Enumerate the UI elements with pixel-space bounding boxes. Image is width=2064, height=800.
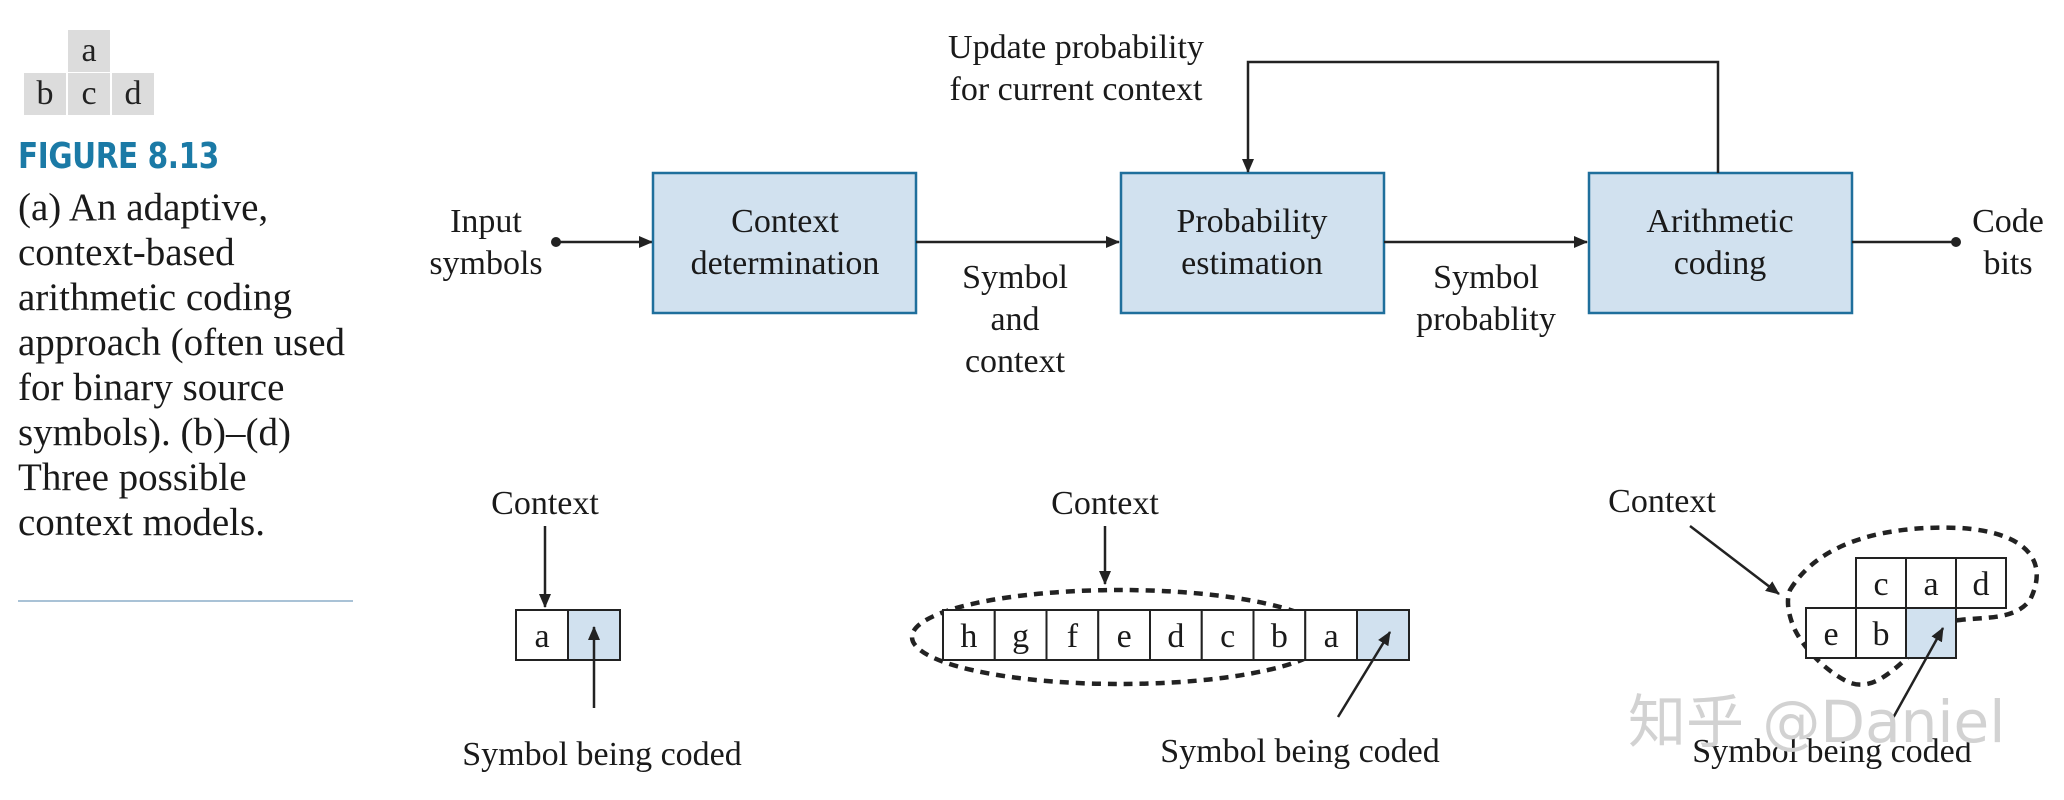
context-cell-c-2: [1045, 609, 1100, 661]
context-label-b: Context: [491, 485, 599, 522]
context-arrow-d: [1689, 525, 1780, 595]
svg-text:Context: Context: [731, 203, 839, 240]
symbol-label-c: Symbol being coded: [1160, 733, 1440, 770]
svg-text:probablity: probablity: [1416, 301, 1556, 338]
context-cell-c-3-label: e: [1117, 618, 1132, 655]
svg-text:Symbol: Symbol: [1433, 259, 1539, 296]
svg-text:and: and: [990, 301, 1039, 338]
context-cell-c-3: [1097, 609, 1151, 661]
symbol-arrow-c: [1336, 631, 1392, 718]
svg-text:context: context: [965, 343, 1066, 380]
context-cell-d-bottom-1: [1855, 607, 1907, 659]
svg-text:coding: coding: [1674, 245, 1767, 282]
svg-text:Update probability: Update probability: [948, 29, 1204, 66]
context-cell-c-4-label: d: [1167, 618, 1184, 655]
watermark-text: 知乎 @Daniel: [1628, 688, 2005, 756]
svg-text:Input: Input: [450, 203, 522, 240]
context-label-d: Context: [1608, 483, 1716, 520]
symbol-probability-label: Symbol probablity: [1416, 259, 1556, 338]
code-bits-label: Code bits: [1972, 203, 2044, 282]
context-cell-d-bottom-0: [1805, 607, 1857, 659]
context-cell-c-4: [1149, 609, 1203, 661]
svg-text:Probability: Probability: [1176, 203, 1327, 240]
context-cell-c-7: [1304, 609, 1358, 661]
context-cell-c-6-label: b: [1271, 618, 1288, 655]
output-node: [1951, 237, 1961, 247]
svg-text:symbols: symbols: [429, 245, 542, 282]
svg-text:determination: determination: [691, 245, 880, 282]
context-cell-c-1-label: g: [1012, 618, 1029, 655]
figure-caption: (a) An adaptive, context-based arithmeti…: [18, 186, 346, 544]
context-cell-c-2-label: f: [1067, 618, 1079, 655]
context-cell-c-5: [1200, 609, 1255, 661]
context-cell-d-top-1: [1905, 557, 1957, 609]
context-cell-d-top-2: [1955, 557, 2007, 609]
grid-cell-b: b: [24, 73, 66, 115]
context-cell-c-1: [993, 609, 1048, 661]
symbol-label-d: Symbol being coded: [1692, 733, 1972, 770]
input-label: Input symbols: [429, 203, 542, 282]
figure-label: FIGURE 8.13: [18, 136, 219, 177]
caption-divider: [18, 600, 353, 602]
context-cell-c-0: [942, 609, 996, 661]
arithmetic-coding-block: Arithmetic coding: [1587, 171, 1854, 315]
context-determination-block: Context determination: [651, 171, 918, 315]
grid-cell-d: d: [112, 73, 154, 115]
feedback-arrow: [1242, 60, 1720, 173]
coded-cell-c: [1356, 609, 1410, 661]
symbol-arrow-d: [1891, 627, 1945, 719]
probability-estimation-block: Probability estimation: [1119, 171, 1386, 315]
grid-cell-c: c: [68, 73, 110, 115]
svg-text:Arithmetic: Arithmetic: [1646, 203, 1793, 240]
grid-cell-a: a: [68, 30, 110, 72]
context-label-c: Context: [1051, 485, 1159, 522]
context-cell-d-top-2-label: d: [1973, 566, 1990, 603]
context-region-d: [1785, 525, 2039, 687]
svg-text:for current context: for current context: [950, 71, 1204, 108]
symbol-label-b: Symbol being coded: [462, 736, 742, 773]
context-cell-d-top-1-label: a: [1923, 566, 1938, 603]
symbol-and-context-label: Symbol and context: [962, 259, 1068, 380]
svg-text:estimation: estimation: [1181, 245, 1323, 282]
context-cell-d-bottom-1-label: b: [1873, 616, 1890, 653]
update-probability-label: Update probability for current context: [948, 29, 1204, 108]
context-cell-d-top-0-label: c: [1873, 566, 1888, 603]
context-cell-c-0-label: h: [960, 618, 977, 655]
context-cell-c-7-label: a: [1324, 618, 1339, 655]
svg-text:Symbol: Symbol: [962, 259, 1068, 296]
svg-text:bits: bits: [1983, 245, 2032, 282]
svg-text:Code: Code: [1972, 203, 2044, 240]
context-cell-d-bottom-0-label: e: [1823, 616, 1838, 653]
context-cell-b-label: a: [534, 618, 549, 655]
context-cell-c-5-label: c: [1220, 618, 1235, 655]
